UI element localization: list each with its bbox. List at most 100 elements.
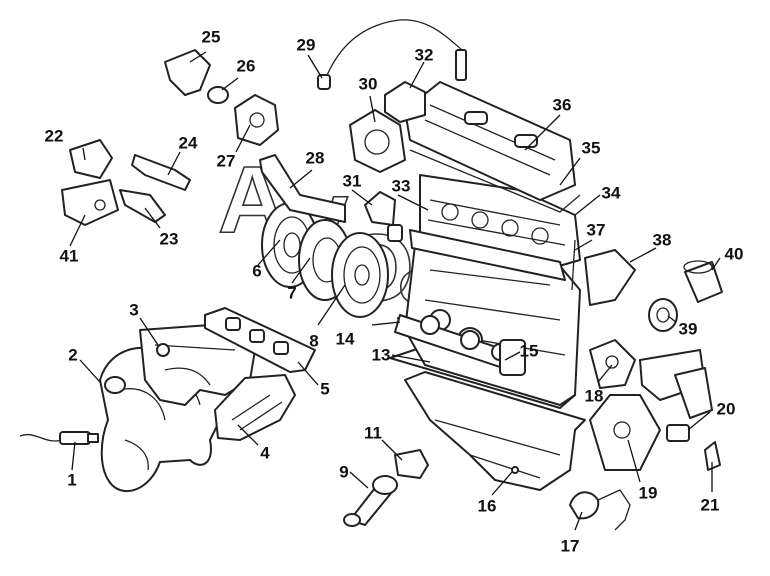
bracket-24: [131, 154, 191, 191]
callout-8: 8: [309, 331, 319, 351]
callout-27: 27: [216, 151, 236, 171]
callout-21: 21: [700, 495, 720, 515]
valve-cover: [404, 81, 576, 201]
callout-24: 24: [178, 133, 198, 153]
leader-line: [139, 317, 159, 346]
callout-16: 16: [477, 496, 497, 516]
callout-37: 37: [586, 220, 606, 240]
callout-6: 6: [252, 261, 262, 281]
mount-bracket-lower: [61, 179, 119, 226]
crankshaft: [394, 314, 526, 376]
leader-line: [317, 284, 346, 326]
leader-line: [381, 439, 403, 461]
leader-line: [351, 189, 373, 206]
bracket-23: [119, 189, 166, 223]
heat-shield: [214, 374, 296, 441]
callout-2: 2: [68, 345, 78, 365]
callout-35: 35: [581, 138, 601, 158]
spark-plug-wire: [317, 19, 467, 90]
leader-line: [504, 351, 521, 361]
leader-line: [574, 511, 583, 531]
callout-30: 30: [358, 74, 378, 94]
callout-11: 11: [364, 423, 382, 443]
coolant-hose: [259, 154, 346, 223]
leader-line: [629, 247, 657, 263]
leader-line: [687, 411, 711, 431]
oil-pan: [404, 371, 586, 491]
leader-line: [369, 95, 376, 123]
leader-line: [391, 354, 431, 363]
oil-filter: [683, 260, 723, 303]
callout-40: 40: [724, 244, 744, 264]
engine-mount-18: [589, 339, 636, 389]
callout-18: 18: [584, 386, 604, 406]
leader-line: [627, 439, 641, 483]
leader-line: [235, 124, 251, 153]
leader-line: [79, 359, 101, 383]
leader-line: [524, 114, 561, 151]
leader-line: [221, 77, 239, 91]
bearing-cap: [394, 449, 429, 479]
callout-19: 19: [638, 483, 658, 503]
distributor: [384, 81, 426, 123]
callout-3: 3: [129, 300, 139, 320]
leader-line: [237, 424, 259, 446]
leader-line: [291, 257, 311, 284]
callout-23: 23: [159, 229, 179, 249]
bracket-21: [704, 441, 721, 471]
callout-29: 29: [296, 35, 316, 55]
water-pump-housing: [234, 94, 279, 146]
timing-belt: [571, 239, 576, 291]
callout-5: 5: [320, 379, 330, 399]
leader-line: [574, 239, 593, 251]
callout-36: 36: [552, 95, 572, 115]
leader-line: [289, 169, 313, 189]
thermostat-housing: [164, 49, 211, 96]
oxygen-sensor: [19, 431, 99, 445]
leader-line: [409, 61, 425, 89]
leader-line: [597, 364, 613, 383]
leader-line: [574, 194, 601, 216]
leader-line: [144, 207, 161, 229]
callout-20: 20: [716, 399, 736, 419]
callout-7: 7: [287, 283, 297, 303]
leader-line: [397, 194, 429, 211]
leader-line: [371, 321, 401, 326]
leader-lines: [69, 51, 721, 531]
leader-line: [257, 239, 281, 266]
leader-line: [167, 151, 181, 176]
valve-cover-gasket: [409, 149, 581, 213]
callout-15: 15: [519, 341, 539, 361]
callout-34: 34: [601, 183, 621, 203]
callout-26: 26: [236, 56, 256, 76]
connecting-rod: [343, 475, 398, 527]
callout-31: 31: [342, 171, 362, 191]
leader-line: [71, 441, 76, 471]
leader-line: [307, 54, 323, 79]
callout-14: 14: [335, 329, 355, 349]
callout-4: 4: [260, 443, 270, 463]
thermostat: [207, 86, 229, 104]
callout-1: 1: [67, 470, 77, 490]
callout-39: 39: [678, 319, 698, 339]
callout-13: 13: [371, 345, 391, 365]
callout-33: 33: [391, 176, 411, 196]
leader-line: [189, 51, 207, 63]
callout-41: 41: [59, 246, 79, 266]
leader-line: [491, 471, 513, 496]
mount-rubber-right: [639, 349, 713, 419]
pressure-plate: [331, 232, 389, 318]
callout-32: 32: [414, 45, 434, 65]
leader-line: [667, 315, 677, 323]
callout-17: 17: [560, 536, 580, 556]
water-outlet: [364, 191, 403, 242]
leader-line: [349, 471, 369, 489]
callout-9: 9: [339, 462, 349, 482]
leader-line: [82, 147, 86, 161]
oil-pickup: [569, 489, 631, 531]
leader-line: [711, 257, 721, 271]
leader-line: [69, 214, 86, 247]
sensor-20: [666, 424, 690, 442]
